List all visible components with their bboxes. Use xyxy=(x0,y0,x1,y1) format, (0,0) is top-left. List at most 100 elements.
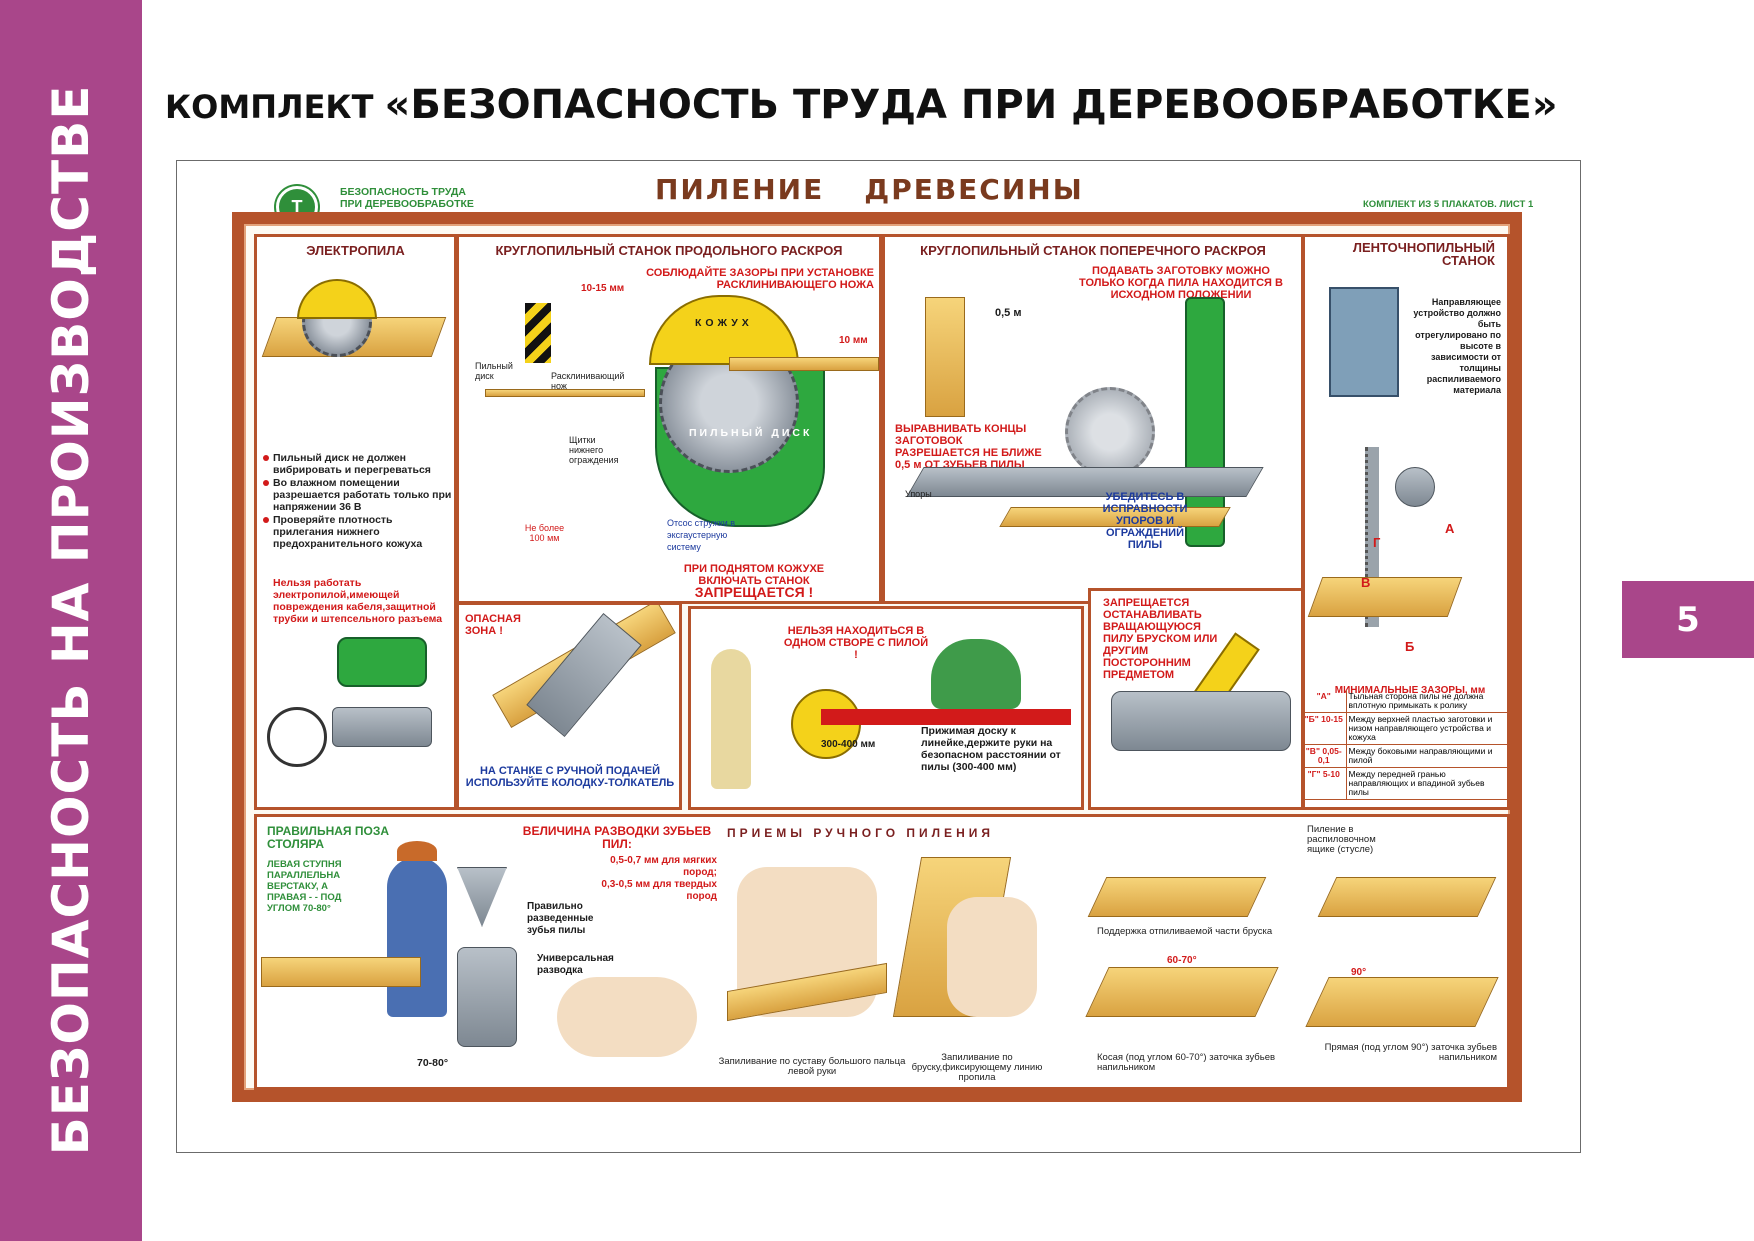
logo-line-1: БЕЗОПАСНОСТЬ ТРУДА xyxy=(340,186,466,198)
poster-title-2: ДРЕВЕСИНЫ xyxy=(864,173,1084,206)
miter-box-image xyxy=(1317,877,1497,917)
sawing-board-image-3 xyxy=(1087,877,1267,917)
priemy-title: ПРИЕМЫ РУЧНОГО ПИЛЕНИЯ xyxy=(727,826,994,840)
poster-title-1: ПИЛЕНИЕ xyxy=(655,173,825,206)
rule-item: Проверяйте плотность прилегания нижнего … xyxy=(263,514,453,550)
hand-sawing-image-2 xyxy=(947,897,1037,1017)
label-disk: Пильный диск xyxy=(475,361,513,381)
stvore-note: Прижимая доску к линейке,держите руки на… xyxy=(921,725,1061,773)
poza-title: ПРАВИЛЬНАЯ ПОЗА СТОЛЯРА xyxy=(267,824,390,851)
poza-angle: 70-80° xyxy=(417,1057,449,1069)
priemy-caption-6: Прямая (под углом 90°) заточка зубьев на… xyxy=(1324,1042,1497,1063)
poster-title: ПИЛЕНИЕ ДРЕВЕСИНЫ xyxy=(655,173,1124,206)
cable-image xyxy=(267,707,327,767)
poster-sheet-number: КОМПЛЕКТ ИЗ 5 ПЛАКАТОВ. ЛИСТ 1 xyxy=(1363,199,1534,210)
panel-forbidden: ЗАПРЕЩАЕТСЯ ОСТАНАВЛИВАТЬ ВРАЩАЮЩУЮСЯ ПИ… xyxy=(1088,588,1304,810)
prodolny-title: КРУГЛОПИЛЬНЫЙ СТАНОК ПРОДОЛЬНОГО РАСКРОЯ xyxy=(495,243,843,258)
height-label: 0,5 м xyxy=(995,307,1022,319)
page-number: 5 xyxy=(1622,581,1754,658)
workbench-bottom-image xyxy=(261,957,421,987)
check-note: УБЕДИТЕСЬ В ИСПРАВНОСТИ УПОРОВ И ОГРАЖДЕ… xyxy=(1102,491,1188,551)
table-key: "Г" 5-10 xyxy=(1302,767,1347,800)
razvodka-title: ВЕЛИЧИНА РАЗВОДКИ ЗУБЬЕВ ПИЛ: xyxy=(522,824,712,851)
priemy-angle-1: 60-70° xyxy=(1167,955,1197,966)
prodolny-forbidden: ЗАПРЕЩАЕТСЯ ! xyxy=(694,584,814,600)
mark-g: Г xyxy=(1373,535,1381,550)
hand-image xyxy=(557,977,697,1057)
carpenter-image xyxy=(387,857,447,1017)
handsaw-body-image xyxy=(337,637,427,687)
prodolny-note: СОБЛЮДАЙТЕ ЗАЗОРЫ ПРИ УСТАНОВКЕ РАСКЛИНИ… xyxy=(646,267,874,291)
razvodka-correct: Правильно разведенные зубья пилы xyxy=(527,901,594,936)
board-image xyxy=(729,357,879,371)
prodolny-warning: ПРИ ПОДНЯТОМ КОЖУХЕ ВКЛЮЧАТЬ СТАНОК xyxy=(683,563,825,587)
elektropila-rules: Пильный диск не должен вибрировать и пер… xyxy=(263,452,453,551)
poperechny-note: ПОДАВАТЬ ЗАГОТОВКУ МОЖНО ТОЛЬКО КОГДА ПИ… xyxy=(1079,265,1283,301)
mark-v: В xyxy=(1361,575,1371,590)
danger-zone-label: ОПАСНАЯ ЗОНА ! xyxy=(465,613,521,637)
saw-guard-image xyxy=(297,279,377,319)
table-key: "Б" 10-15 xyxy=(1302,712,1347,745)
disk-label: ПИЛЬНЫЙ ДИСК xyxy=(689,427,813,439)
razvodka-universal: Универсальная разводка xyxy=(537,953,614,976)
stvore-warning: НЕЛЬЗЯ НАХОДИТЬСЯ В ОДНОМ СТВОРЕ С ПИЛОЙ… xyxy=(783,625,929,661)
rail-image xyxy=(906,467,1264,497)
sharpening-image-2 xyxy=(1305,977,1499,1027)
table-line-image xyxy=(485,389,645,397)
panel-elektropila: ЭЛЕКТРОПИЛА Пильный диск не должен вибри… xyxy=(254,234,457,810)
align-note: ВЫРАВНИВАТЬ КОНЦЫ ЗАГОТОВОК РАЗРЕШАЕТСЯ … xyxy=(895,423,1042,471)
upory-label: Упоры xyxy=(905,489,932,499)
label-max: Не более 100 мм xyxy=(524,523,565,543)
label-shchitki: Щитки нижнего ограждения xyxy=(569,435,619,465)
page-title-prefix: КОМПЛЕКТ xyxy=(165,88,385,126)
sharpening-image-1 xyxy=(1085,967,1279,1017)
razvodka-soft: 0,5-0,7 мм для мягких пород; xyxy=(610,855,717,878)
panel-pusher: ОПАСНАЯ ЗОНА ! НА СТАНКЕ С РУЧНОЙ ПОДАЧЕ… xyxy=(456,602,682,810)
handsaw-base-image xyxy=(332,707,432,747)
page-title: КОМПЛЕКТ «БЕЗОПАСНОСТЬ ТРУДА ПРИ ДЕРЕВОО… xyxy=(165,82,1558,128)
priemy-angle-2: 90° xyxy=(1351,967,1367,978)
poza-text: ЛЕВАЯ СТУПНЯ ПАРАЛЛЕЛЬНА ВЕРСТАКУ, А ПРА… xyxy=(267,859,342,914)
pusher-note: НА СТАНКЕ С РУЧНОЙ ПОДАЧЕЙ ИСПОЛЬЗУЙТЕ К… xyxy=(465,765,675,789)
mark-b: Б xyxy=(1405,639,1415,654)
lentochny-note: Направляющее устройство должно быть отре… xyxy=(1413,297,1501,395)
table-key: "В" 0,05-0,1 xyxy=(1302,744,1347,768)
bandsaw-image xyxy=(1329,287,1399,397)
gap-label-2: 10 мм xyxy=(839,335,868,346)
table-key: "А" xyxy=(1302,690,1347,713)
panel-poperechny: КРУГЛОПИЛЬНЫЙ СТАНОК ПОПЕРЕЧНОГО РАСКРОЯ… xyxy=(882,234,1304,604)
razvodka-tool-image xyxy=(457,947,517,1047)
board-red-image xyxy=(821,709,1071,725)
rule-item: Во влажном помещении разрешается работат… xyxy=(263,477,453,513)
kozhuh-label: КОЖУХ xyxy=(695,317,753,329)
panel-bottom: ПРАВИЛЬНАЯ ПОЗА СТОЛЯРА ЛЕВАЯ СТУПНЯ ПАР… xyxy=(254,814,1510,1090)
priemy-caption-3: Поддержка отпиливаемой части бруска xyxy=(1097,926,1273,937)
rule-item: Пильный диск не должен вибрировать и пер… xyxy=(263,452,453,476)
machine-image xyxy=(1111,691,1291,751)
label-nozh: Расклинивающий нож xyxy=(551,371,625,391)
hat-image xyxy=(397,841,437,861)
priemy-caption-2: Запиливание по бруску,фиксирующему линию… xyxy=(911,1052,1043,1083)
elektropila-warning: Нельзя работать электропилой,имеющей пов… xyxy=(273,577,443,625)
sidebar: БЕЗОПАСНОСТЬ НА ПРОИЗВОДСТВЕ xyxy=(0,0,142,1241)
distance-label: 300-400 мм xyxy=(821,739,876,750)
mark-a: А xyxy=(1445,521,1455,536)
statue-image xyxy=(711,649,751,789)
swing-disc-image xyxy=(1065,387,1155,477)
panel-prodolny: КРУГЛОПИЛЬНЫЙ СТАНОК ПРОДОЛЬНОГО РАСКРОЯ… xyxy=(456,234,882,604)
panel-stvore: НЕЛЬЗЯ НАХОДИТЬСЯ В ОДНОМ СТВОРЕ С ПИЛОЙ… xyxy=(688,606,1084,810)
poster-logo-text: БЕЗОПАСНОСТЬ ТРУДА ПРИ ДЕРЕВООБРАБОТКЕ xyxy=(340,186,474,210)
table-row: "А"Тыльная сторона пилы не должна вплотн… xyxy=(1302,690,1508,713)
priemy-caption-1: Запиливание по суставу большого пальца л… xyxy=(718,1056,906,1077)
stacked-boards-image xyxy=(925,297,965,417)
table-value: Между боковыми направляющими и пилой xyxy=(1346,744,1508,768)
priemy-caption-4: Пиление в распиловочном ящике (стусле) xyxy=(1307,824,1376,855)
lentochny-title: ЛЕНТОЧНОПИЛЬНЫЙ СТАНОК xyxy=(1352,240,1495,268)
band-workpiece-image xyxy=(1307,577,1463,617)
elektropila-title: ЭЛЕКТРОПИЛА xyxy=(306,243,405,258)
forbidden-note: ЗАПРЕЩАЕТСЯ ОСТАНАВЛИВАТЬ ВРАЩАЮЩУЮСЯ ПИ… xyxy=(1103,597,1218,681)
teeth-image xyxy=(457,867,507,927)
